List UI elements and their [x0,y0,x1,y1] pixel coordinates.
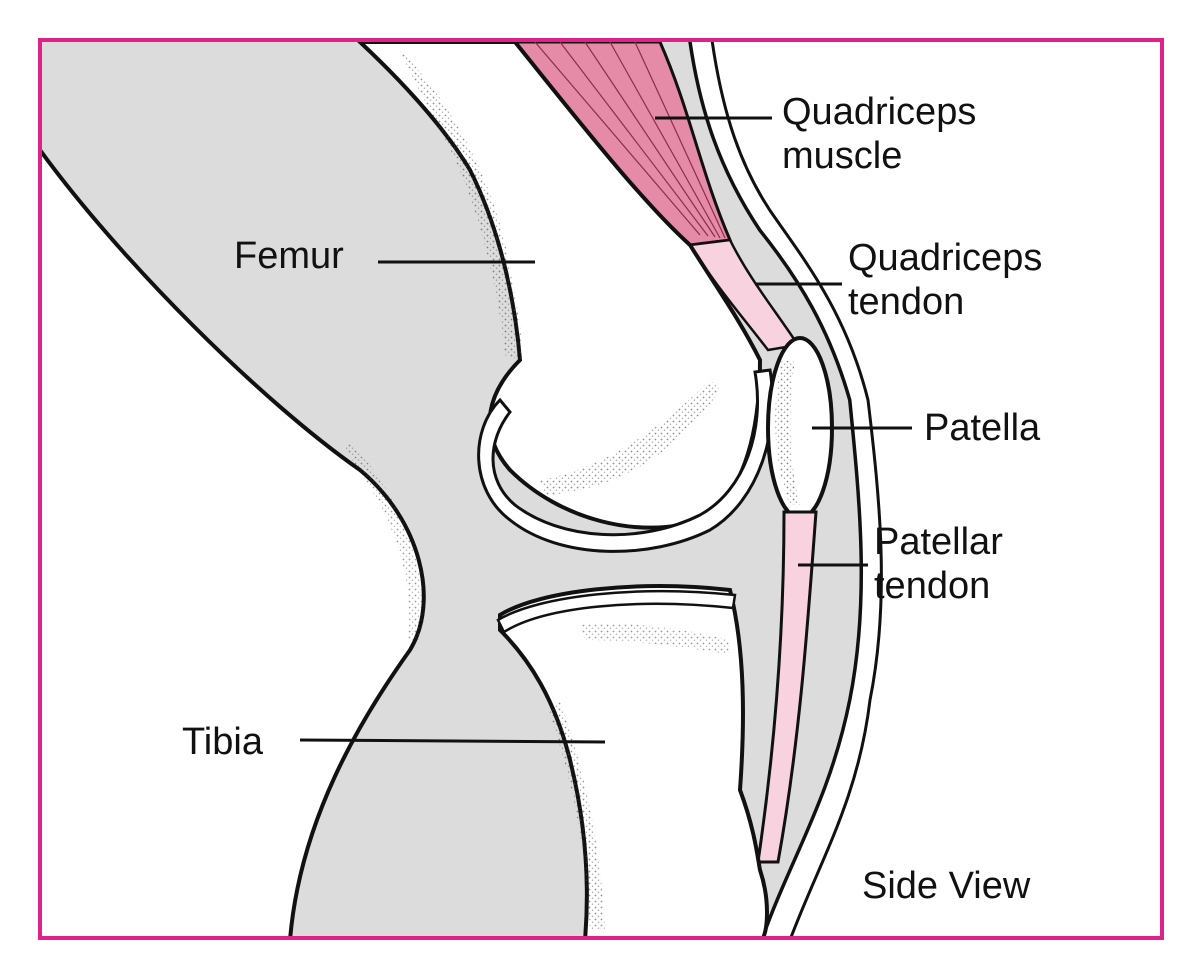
femur-cartilage [477,368,774,553]
leader-lines [299,116,912,744]
label-patellar-tendon-line1: Patellar [874,521,1003,563]
patella-shading [775,360,800,505]
label-quadriceps-tendon-line1: Quadriceps [848,237,1043,279]
thigh-skin-front [688,42,883,936]
label-side-view: Side View [862,865,1031,907]
patellar-tendon [756,510,818,864]
tibia-shading [548,700,605,930]
label-quadriceps-muscle-line1: Quadriceps [782,91,977,133]
leader-tibia [299,738,606,744]
label-femur: Femur [234,235,344,277]
tibia-plateau-shading [580,623,730,655]
label-quadriceps-muscle-line2: muscle [782,135,903,177]
label-quadriceps-muscle: Quadriceps muscle [782,90,976,178]
muscle-fibers [534,42,726,239]
popliteal-shading [345,440,422,640]
label-patella: Patella [924,407,1041,449]
label-patellar-tendon: Patellar tendon [874,520,1003,608]
diagram-frame: Quadriceps muscle Femur Quadriceps tendo… [38,38,1164,940]
label-quadriceps-tendon-line2: tendon [848,281,965,323]
femur-condyle-shading [540,380,720,495]
tibia-cartilage [496,589,737,634]
femur-shading [400,50,522,360]
knee-anatomy-illustration [42,42,912,936]
label-patellar-tendon-line2: tendon [874,565,991,607]
label-tibia: Tibia [182,721,263,763]
label-quadriceps-tendon: Quadriceps tendon [848,236,1042,324]
